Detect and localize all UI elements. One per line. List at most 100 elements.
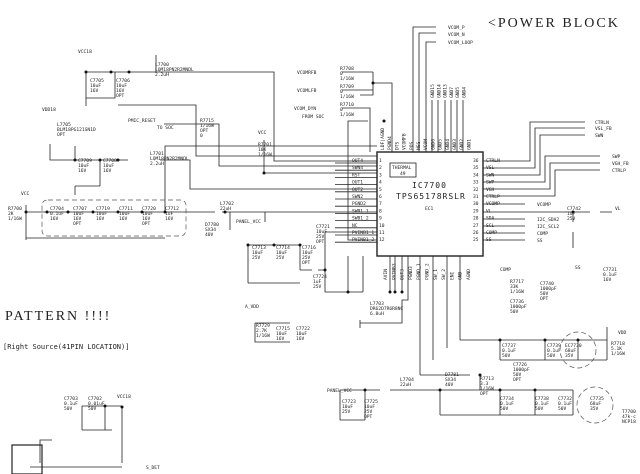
part-value: 10uF	[90, 83, 101, 89]
part-rating: 2.2uH	[155, 72, 169, 78]
part-ref: C7732	[558, 396, 572, 402]
ic-pin-left: OUT1	[352, 180, 363, 186]
gnd-net-label: GND15	[430, 84, 436, 98]
part-rating: 25V	[316, 234, 325, 240]
part-value: 2K	[8, 211, 14, 217]
part-value: 0.1uF	[558, 401, 572, 407]
net-vdd: VDD	[618, 330, 627, 336]
ic-pin-number: 28	[473, 216, 479, 222]
part-value: 0.1uF	[535, 401, 549, 407]
part-ref: C7715	[276, 326, 290, 332]
bank-cap-ref: C7711	[119, 206, 133, 212]
ic-pin-left: PGND2	[352, 201, 366, 207]
bank-cap-option: OPT	[73, 221, 82, 227]
part-rating: 35V	[590, 406, 599, 412]
ic-pin-number: 29	[473, 208, 479, 214]
ic-pin-top: POS	[409, 141, 415, 150]
part-value: 1000pF	[513, 367, 530, 373]
wires	[25, 26, 612, 468]
part-value: 22uH	[400, 382, 411, 388]
part-rating: 25V	[364, 409, 373, 415]
ic-pin-top: GND3	[452, 139, 458, 150]
part-ref: C7724	[313, 274, 327, 280]
net-i2c-scl: I2C_SCL2	[537, 224, 559, 230]
ic-pin-number: 7	[379, 201, 382, 207]
ic-sub: EC1	[425, 206, 434, 212]
part-ref: R7709	[340, 84, 354, 90]
part-rating: 50V	[558, 406, 567, 412]
net-ss: SS	[537, 238, 543, 244]
part-rating: 50V	[88, 406, 97, 412]
part-rating: 50V	[535, 406, 544, 412]
part-value: 0	[340, 71, 343, 77]
part-value: 10uF	[116, 83, 127, 89]
part-rating: 16V	[78, 168, 87, 174]
ic-pin-top: DTS	[394, 141, 400, 150]
part-ref: D7780	[205, 222, 219, 228]
ic-pin-left: OUT2	[352, 187, 363, 193]
ic-pin-top: PGND4	[387, 136, 393, 150]
part-ref: R7700	[8, 206, 22, 212]
ic-pin-number: 10	[379, 223, 385, 229]
net-s-det: S_DET	[146, 465, 160, 471]
net-ss-2: SS	[575, 265, 581, 271]
net-vcomp: VCOMP	[537, 202, 551, 208]
part-rating: 1/16W	[256, 333, 270, 339]
bank-cap-rating: 16V	[96, 216, 105, 222]
part-value: 22uH	[220, 206, 231, 212]
net-from-soc: FROM SOC	[302, 114, 324, 120]
ic-pin-number: 5	[379, 187, 382, 193]
part-ref: R7708	[340, 66, 354, 72]
part-rating: 1/16W	[258, 152, 272, 158]
part-value: 33K	[510, 284, 519, 290]
part-rating: 25V	[342, 409, 351, 415]
part-option: OPT	[302, 260, 311, 266]
part-ref: L7701	[150, 151, 164, 157]
part-ref: R7701	[258, 142, 272, 148]
ic-pin-left: PVINB1_1	[352, 230, 374, 236]
ic-pin-left: SWN2	[352, 194, 363, 200]
net-vcom-loop: VCOM_LOOP	[448, 40, 473, 46]
optional-outline-2	[576, 386, 614, 424]
part-ref: R7717	[510, 279, 524, 285]
part-option: OPT	[480, 391, 489, 397]
ic-pin-number: 25	[473, 237, 479, 243]
part-value: 2.7K	[256, 328, 267, 334]
bank-cap-value: 10uF	[96, 211, 107, 217]
part-ref: C7740	[540, 281, 554, 287]
part-option: OPT	[540, 296, 549, 302]
part-ref: R7718	[611, 341, 625, 347]
part-ref: C7702	[88, 396, 102, 402]
part-ref: C7737	[502, 343, 516, 349]
part-rating: 16V	[296, 336, 305, 342]
part-value: 0.1uF	[64, 401, 78, 407]
ic-pin-number: 30	[473, 201, 479, 207]
part-rating: 40V	[445, 382, 454, 388]
net-pmic-reset: PMIC_RESET	[128, 118, 156, 124]
ic-pin-right: VL	[486, 208, 492, 214]
part-option: OPT	[364, 414, 373, 420]
bank-cap-rating: 16V	[142, 216, 151, 222]
part-rating: 1/16W	[340, 76, 354, 82]
bank-cap-ref: C7712	[165, 206, 179, 212]
part-value: 47k-c	[622, 414, 636, 420]
part-ref: R7729	[256, 323, 270, 329]
bank-cap-option: OPT	[142, 221, 151, 227]
net-vcom-dyn: VCOM_DYN	[294, 106, 316, 112]
bank-cap-rating: 16V	[119, 216, 128, 222]
part-rating: 16V	[103, 168, 112, 174]
part-rating: 50V	[500, 406, 509, 412]
ic-pin-top: GND4	[445, 139, 451, 150]
ic-pin-left: NC	[352, 223, 358, 229]
part-value: 0	[340, 107, 343, 113]
net-vcom-p: VCOM_P	[448, 25, 465, 31]
part-value: 10uF	[78, 163, 89, 169]
ic7700: THERMAL 49 IC7700 TPS65178RSLR EC1	[376, 151, 484, 257]
part-value: 0.1uF	[603, 272, 617, 278]
part-rating: 1/16W	[340, 94, 354, 100]
bank-cap-value: 1uF	[165, 211, 174, 217]
part-rating: 50V	[547, 353, 556, 359]
ic-pin-bottom: SW_2	[441, 269, 447, 280]
part-rating: 16V	[116, 88, 125, 94]
